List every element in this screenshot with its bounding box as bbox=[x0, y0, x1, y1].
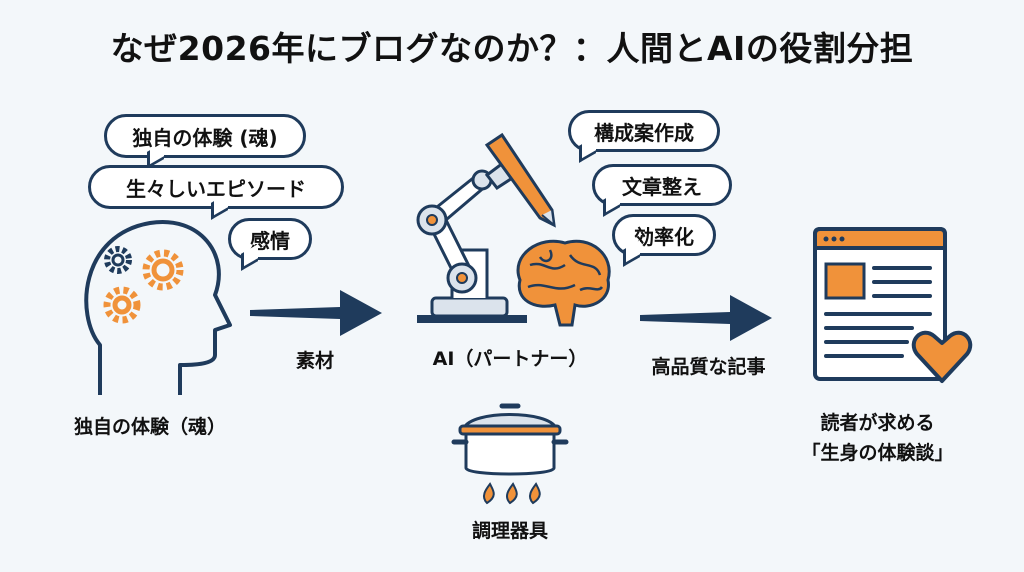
bubble-vivid-episode: 生々しいエピソード bbox=[88, 165, 344, 220]
arrow1-label: 素材 bbox=[295, 350, 334, 372]
reader-label-line2: 「生身の体験談」 bbox=[801, 442, 954, 464]
ai-label: AI（パートナー） bbox=[432, 348, 588, 370]
page-title: なぜ2026年にブログなのか？：人間とAIの役割分担 bbox=[110, 29, 914, 68]
heart-icon bbox=[911, 330, 973, 383]
tool-label: 調理器具 bbox=[471, 520, 548, 542]
human-head-icon bbox=[84, 219, 232, 395]
bubble-text: 構成案作成 bbox=[594, 120, 694, 145]
arrow2-label: 高品質な記事 bbox=[651, 356, 766, 378]
bubble-text: 文章整え bbox=[622, 174, 702, 199]
robot-arm-icon bbox=[416, 132, 556, 323]
bubble-emotion: 感情 bbox=[228, 218, 312, 271]
human-label: 独自の体験（魂） bbox=[73, 416, 226, 438]
cooking-pot-icon bbox=[451, 403, 569, 505]
bubble-text: 効率化 bbox=[634, 224, 694, 249]
pen-icon bbox=[484, 132, 556, 228]
gear-icon bbox=[142, 249, 184, 291]
brain-icon bbox=[516, 239, 611, 327]
bubble-unique-experience: 独自の体験 (魂) bbox=[104, 114, 306, 169]
flame-icon bbox=[483, 482, 541, 505]
bubble-efficiency: 効率化 bbox=[612, 214, 716, 267]
article-document-icon bbox=[813, 227, 973, 383]
bubble-text: 独自の体験 (魂) bbox=[132, 125, 278, 150]
bubble-text: 生々しいエピソード bbox=[126, 176, 306, 201]
bubble-outline-drafting: 構成案作成 bbox=[568, 110, 720, 163]
reader-label-line1: 読者が求める bbox=[820, 412, 935, 434]
arrow-right-icon bbox=[250, 290, 382, 336]
arrow-right-icon bbox=[640, 295, 772, 341]
bubble-text-polishing: 文章整え bbox=[592, 164, 732, 217]
